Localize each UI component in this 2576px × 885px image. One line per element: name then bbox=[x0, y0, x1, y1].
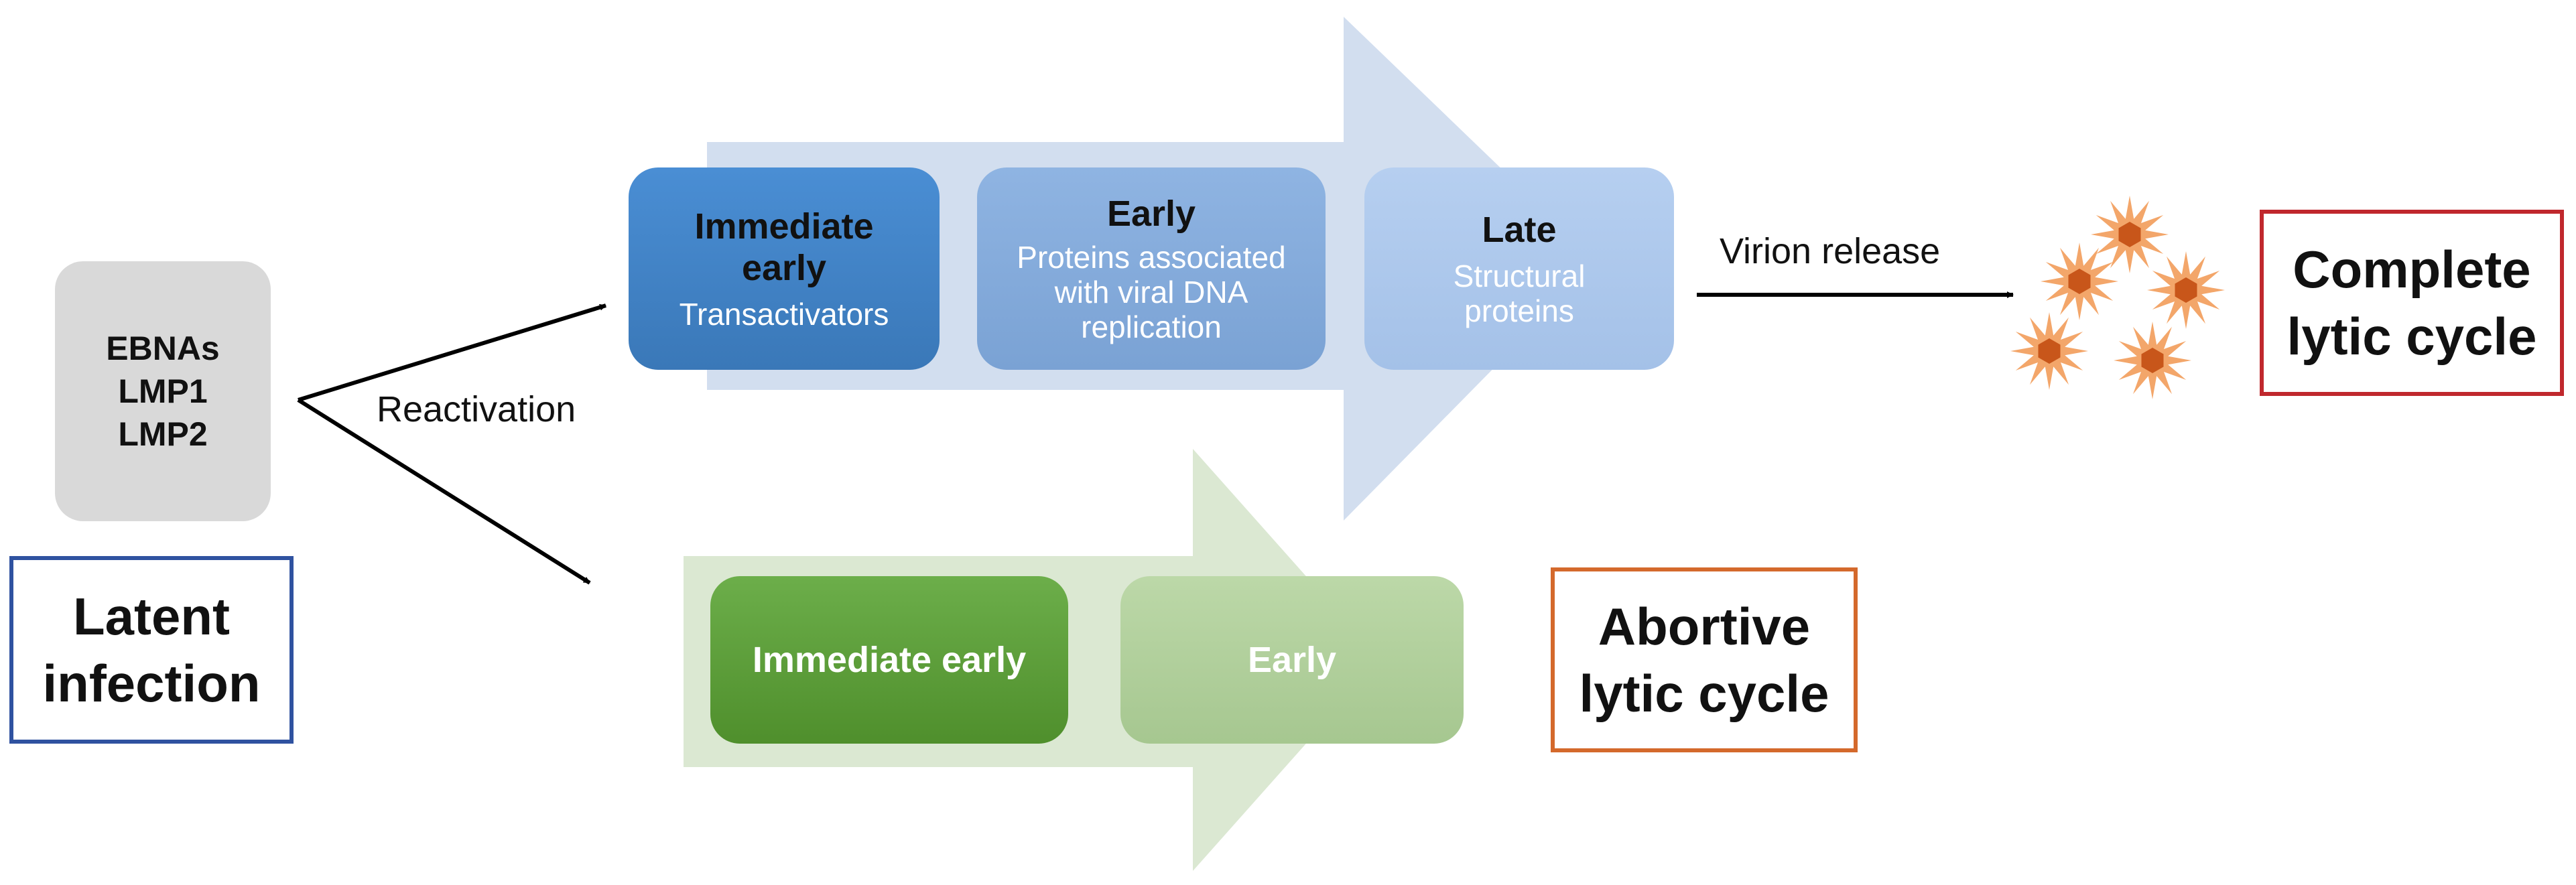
latent-marker-ebnas: EBNAs bbox=[106, 330, 220, 367]
complete-label-line2: lytic cycle bbox=[2287, 307, 2537, 366]
virion-icon bbox=[2147, 251, 2225, 329]
reactivation-arrow-down bbox=[297, 398, 591, 585]
stage-title: Late bbox=[1482, 210, 1557, 250]
latent-marker-lmp2: LMP2 bbox=[118, 415, 208, 453]
stage-subtitle: Proteins associated with viral DNA repli… bbox=[1017, 240, 1286, 344]
virion-icon bbox=[2010, 312, 2088, 390]
stage-subtitle: Transactivators bbox=[679, 297, 889, 332]
abortive-lytic-cycle-label: Abortive lytic cycle bbox=[1551, 567, 1858, 752]
complete-label-line1: Complete bbox=[2293, 240, 2531, 299]
abortive-stage-immediate-early: Immediate early bbox=[710, 576, 1068, 744]
virion-icon bbox=[2114, 322, 2191, 399]
complete-lytic-cycle-label: Complete lytic cycle bbox=[2260, 210, 2564, 396]
stage-title: Early bbox=[1106, 194, 1196, 234]
latent-infection-label: Latent infection bbox=[9, 556, 294, 744]
virion-cluster bbox=[2010, 196, 2225, 399]
reactivation-label: Reactivation bbox=[377, 389, 576, 429]
latent-markers-box: EBNAs LMP1 LMP2 bbox=[55, 261, 271, 521]
latent-label-line1: Latent bbox=[73, 587, 230, 646]
stage-title: Immediate early bbox=[694, 206, 874, 288]
abortive-stage-early: Early bbox=[1120, 576, 1464, 744]
latent-marker-lmp1: LMP1 bbox=[118, 372, 208, 410]
virion-icon bbox=[2091, 196, 2169, 273]
virion-release-label: Virion release bbox=[1720, 231, 1941, 271]
abortive-label-line1: Abortive bbox=[1598, 597, 1811, 656]
latent-label-line2: infection bbox=[42, 654, 261, 713]
stage-subtitle: Structural proteins bbox=[1453, 259, 1586, 328]
stage-title: Immediate early bbox=[752, 640, 1027, 680]
stage-immediate-early: Immediate early Transactivators bbox=[629, 167, 940, 370]
reactivation-arrow-up bbox=[298, 303, 606, 402]
stage-late: Late Structural proteins bbox=[1364, 167, 1674, 370]
stage-title: Early bbox=[1247, 640, 1337, 680]
abortive-label-line2: lytic cycle bbox=[1579, 664, 1829, 723]
stage-early: Early Proteins associated with viral DNA… bbox=[977, 167, 1326, 370]
virion-icon bbox=[2041, 243, 2118, 320]
